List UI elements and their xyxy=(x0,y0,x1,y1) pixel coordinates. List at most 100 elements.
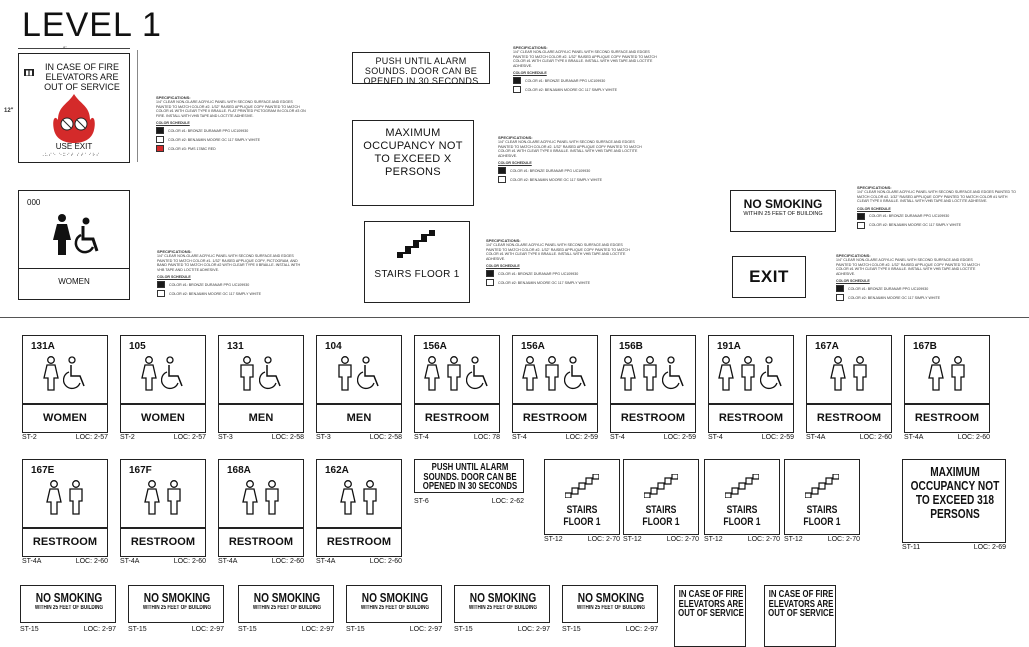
sign-location: LOC: 2-57 xyxy=(75,434,108,441)
stairs-sign-detail: STAIRS FLOOR 1 xyxy=(364,221,470,303)
spec-block-restroom: SPECIFICATIONS: 1/4" CLEAR NON-GLARE ACR… xyxy=(157,249,307,298)
room-number: 162A xyxy=(325,465,349,476)
divider-band xyxy=(807,403,891,405)
sign-type: ST-4 xyxy=(414,434,429,441)
swatch-bronze xyxy=(513,77,521,85)
stairs-line-1: STAIRS xyxy=(806,504,838,516)
spec-heading: SPECIFICATIONS: xyxy=(498,135,533,140)
room-number: 167A xyxy=(815,341,839,352)
nosmoking-heading: NO SMOKING xyxy=(143,590,211,605)
swatch-white xyxy=(498,176,506,184)
dimension-width: 8" xyxy=(63,45,67,50)
stairs-icon xyxy=(724,473,760,503)
spec-heading: SPECIFICATIONS: xyxy=(857,185,892,190)
nosmoking-subtext: WITHIN 25 FEET OF BUILDING xyxy=(468,605,538,611)
sign-label: RESTROOM xyxy=(32,536,98,548)
room-number: 131 xyxy=(227,341,244,352)
sign-location: LOC: 2-60 xyxy=(859,434,892,441)
color-schedule-heading: COLOR SCHEDULE xyxy=(157,275,191,280)
room-number: 191A xyxy=(717,341,741,352)
stairs-line-1: STAIRS xyxy=(645,504,677,516)
sign-location: LOC: 2-60 xyxy=(75,558,108,565)
alarm-sign-text: PUSH UNTIL ALARM SOUNDS. DOOR CAN BE OPE… xyxy=(422,462,518,492)
swatch-label: COLOR #2: BENJAMIN MOORE OC 117 SIMPLY W… xyxy=(848,295,941,300)
nosmoking-heading: NO SMOKING xyxy=(577,590,645,605)
divider-band xyxy=(611,403,695,405)
nosmoking-sign-detail: NO SMOKING WITHIN 25 FEET OF BUILDING xyxy=(730,190,836,232)
wheelchair-icon xyxy=(62,356,89,397)
man-icon xyxy=(360,480,380,521)
exit-sign-text: EXIT xyxy=(749,267,789,286)
divider-band xyxy=(219,527,303,529)
sign-type: ST-4A xyxy=(218,558,238,565)
sign-type: ST-15 xyxy=(562,626,581,633)
divider-band xyxy=(415,403,499,405)
swatch-bronze xyxy=(486,270,494,278)
elevator-sign-card: IN CASE OF FIRE ELEVATORS ARE OUT OF SER… xyxy=(674,585,746,647)
sign-type: ST-4A xyxy=(806,434,826,441)
stairs-icon xyxy=(643,473,679,503)
pictogram-group xyxy=(513,356,597,397)
sign-label: MEN xyxy=(346,412,372,424)
sign-label: RESTROOM xyxy=(228,536,294,548)
divider-band xyxy=(219,403,303,405)
sign-location: LOC: 2-70 xyxy=(587,536,620,543)
swatch-label: COLOR #2: BENJAMIN MOORE OC 117 SIMPLY W… xyxy=(525,87,618,92)
restroom-sign-card: 167A RESTROOM xyxy=(806,335,892,433)
swatch-bronze xyxy=(156,127,164,135)
room-number: 156B xyxy=(619,341,643,352)
swatch-label: COLOR #1: BRONZE DURANAR PPG UC109930 xyxy=(525,78,606,83)
sign-type: ST-4A xyxy=(904,434,924,441)
nosmoking-subtext: WITHIN 25 FEET OF BUILDING xyxy=(142,605,212,611)
man-icon xyxy=(335,356,355,397)
man-icon xyxy=(640,356,660,397)
swatch-white xyxy=(513,86,521,94)
sign-type: ST-4A xyxy=(120,558,140,565)
sign-location: LOC: 2-58 xyxy=(271,434,304,441)
alarm-sign-text: PUSH UNTIL ALARM SOUNDS. DOOR CAN BE OPE… xyxy=(363,56,479,86)
elevator-sign-subtext: USE EXIT xyxy=(55,142,93,151)
room-number: 167E xyxy=(31,465,55,476)
room-number: 000 xyxy=(27,198,41,207)
woman-icon xyxy=(142,480,162,521)
section-divider xyxy=(0,317,1029,318)
spec-block-stairs: SPECIFICATIONS: 1/4" CLEAR NON-GLARE ACR… xyxy=(486,238,636,287)
exit-sign-detail: EXIT xyxy=(732,256,806,298)
wheelchair-icon xyxy=(160,356,187,397)
spec-heading: SPECIFICATIONS: xyxy=(836,253,871,258)
woman-icon xyxy=(828,356,848,397)
spec-heading: SPECIFICATIONS: xyxy=(513,45,548,50)
sign-label: RESTROOM xyxy=(424,412,490,424)
sign-type: ST-15 xyxy=(346,626,365,633)
wheelchair-icon xyxy=(563,356,590,397)
fire-pictogram-icon xyxy=(50,92,98,149)
sign-location: LOC: 2-60 xyxy=(957,434,990,441)
wheelchair-icon xyxy=(661,356,688,397)
sign-label: RESTROOM xyxy=(130,536,196,548)
stairs-icon xyxy=(804,473,840,503)
swatch-label: COLOR #3: PMS 1788C RED xyxy=(168,146,216,151)
woman-icon xyxy=(618,356,638,397)
sign-type: ST-12 xyxy=(623,536,642,543)
stairs-line-2: FLOOR 1 xyxy=(723,516,761,528)
spec-text: 1/4" CLEAR NON-GLARE ACRYLIC PANEL WITH … xyxy=(157,254,301,272)
pictogram-group xyxy=(219,480,303,521)
swatch-bronze xyxy=(498,167,506,175)
man-icon xyxy=(542,356,562,397)
sign-type: ST-3 xyxy=(218,434,233,441)
divider-band xyxy=(23,403,107,405)
swatch-label: COLOR #2: BENJAMIN MOORE OC 117 SIMPLY W… xyxy=(168,137,261,142)
woman-icon xyxy=(240,480,260,521)
women-sign-detail: 000 WOMEN xyxy=(18,190,130,300)
man-icon xyxy=(738,356,758,397)
spec-text: 1/4" CLEAR NON-GLARE ACRYLIC PANEL WITH … xyxy=(156,100,306,118)
elevator-sign-text: IN CASE OF FIRE ELEVATORS ARE OUT OF SER… xyxy=(678,589,744,619)
woman-icon xyxy=(338,480,358,521)
sign-label: RESTROOM xyxy=(816,412,882,424)
sign-location: LOC: 2-60 xyxy=(369,558,402,565)
swatch-label: COLOR #1: BRONZE DURANAR PPG UC109930 xyxy=(510,168,591,173)
